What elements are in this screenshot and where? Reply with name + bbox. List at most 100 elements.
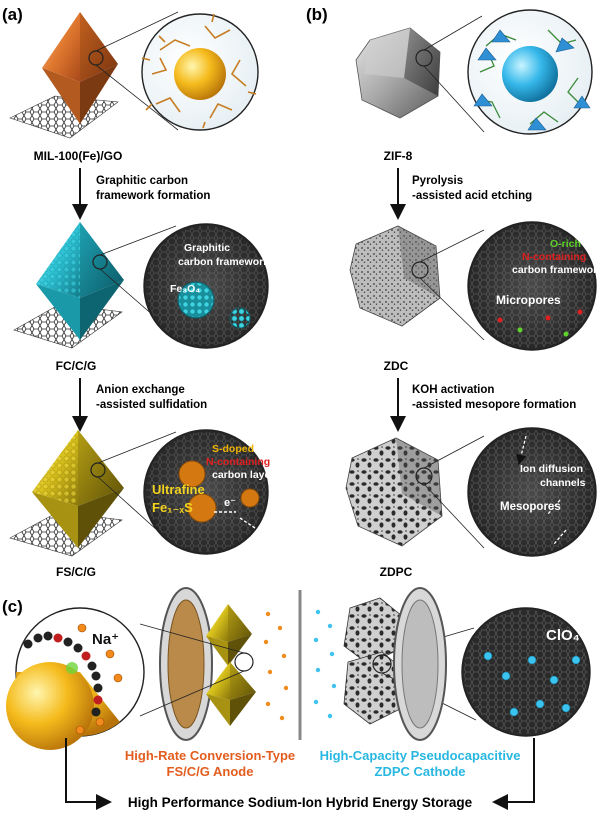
zoom-line	[99, 225, 177, 256]
zif8-pore-sphere	[502, 46, 558, 102]
ion-channel-arrow	[516, 435, 527, 466]
mil100-stage: MIL-100(Fe)/GO	[9, 11, 259, 163]
zoom-line	[139, 670, 245, 717]
zif8-caption: ZIF-8	[384, 149, 413, 163]
fe1-xs-particle	[240, 488, 260, 508]
zdpc-dodecahedron	[345, 437, 443, 547]
fcg-stage: Graphitic carbon framework Fe₃O₄ FC/C/G	[13, 222, 269, 373]
cathode-label-line2: ZDPC Cathode	[375, 764, 466, 779]
ion-flux-right	[313, 609, 337, 719]
zoom-line	[95, 11, 179, 52]
panel-a: (a) MIL-100(Fe)/GO Graphitic carbon fram…	[2, 5, 274, 579]
zdpc-dodecahedron-face	[396, 438, 442, 516]
perchlorate-ions	[483, 651, 581, 717]
panel-c: (c) Na⁺	[2, 587, 591, 810]
fe1-xs-particle	[187, 493, 217, 523]
fcg-zoom-label-2: carbon framework	[178, 256, 269, 268]
zdc-zoom-label-2: N-containing	[522, 251, 586, 263]
step-a1-line2: framework formation	[96, 190, 210, 202]
cathode-particles	[343, 597, 407, 725]
zdc-heteroatoms	[497, 309, 583, 337]
fe1-xs-particle	[178, 460, 206, 488]
fscg-zoom-label-2: N-containing	[206, 456, 270, 468]
fe3o4-particle-small	[229, 307, 251, 329]
cathode-label-line1: High-Capacity Pseudocapacitive	[320, 748, 521, 763]
zdpc-zoom-label-1: Ion diffusion	[520, 463, 583, 475]
fe3o4-particle-texture	[179, 283, 213, 317]
fcg-zoom-label-3: Fe₃O₄	[170, 283, 200, 295]
anode-particle	[6, 662, 94, 750]
anode-octahedra	[206, 604, 256, 726]
ion-channel-arrow	[547, 499, 561, 515]
zoom-origin-circle	[234, 652, 254, 672]
step-a2-line2: -assisted sulfidation	[96, 399, 207, 411]
panel-c-label: (c)	[2, 597, 23, 616]
zdc-zoom-label-4: Micropores	[496, 293, 561, 307]
fscg-zoom-label-1: S-doped	[212, 443, 254, 455]
zdpc-zoom-label-2: channels	[540, 477, 586, 489]
bracket-arrow-left	[65, 738, 112, 810]
fscg-caption: FS/C/G	[56, 565, 96, 579]
zoom-line	[97, 431, 177, 464]
anode-label-line1: High-Rate Conversion-Type	[125, 748, 295, 763]
zdc-dodecahedron	[349, 225, 441, 327]
graphene-oxide-sheet	[9, 95, 119, 139]
fcg-octahedron-bottom	[36, 284, 80, 340]
fscg-zoom-label-4: Ultrafine	[152, 482, 205, 497]
zdpc-stage: Ion diffusion channels Mesopores ZDPC	[345, 427, 597, 579]
electron-label: e⁻	[224, 497, 236, 509]
panel-b: (b) ZIF-8 Pyroly	[306, 5, 600, 579]
sodium-ion-label: Na⁺	[92, 631, 119, 648]
cathode-carbon-lattice	[464, 610, 588, 734]
step-b2-line2: -assisted mesopore formation	[412, 399, 576, 411]
fcg-caption: FC/C/G	[56, 359, 97, 373]
step-b1-line1: Pyrolysis	[412, 175, 463, 187]
zdpc-zoom-label-3: Mesopores	[500, 501, 561, 513]
zdpc-caption: ZDPC	[380, 565, 413, 579]
mil100-octahedron-side	[80, 12, 118, 82]
mil100-octahedron-bottom	[42, 68, 80, 124]
step-b1-line2: -assisted acid etching	[412, 190, 532, 202]
mil100-cage-structure	[141, 13, 257, 129]
zdc-stage: O-rich N-containing carbon framework Mic…	[349, 221, 600, 373]
perchlorate-ion-label: ClO₄⁻	[546, 627, 588, 644]
bottom-title: High Performance Sodium-Ion Hybrid Energ…	[128, 795, 473, 810]
zdc-carbon-framework	[470, 224, 594, 348]
fcg-octahedron-side	[80, 222, 124, 298]
zdc-caption: ZDC	[384, 359, 409, 373]
ion-flux-left	[263, 611, 289, 721]
mil100-caption: MIL-100(Fe)/GO	[34, 149, 123, 163]
fcg-octahedron-bottom-side	[80, 280, 124, 340]
zdc-zoom-label-3: carbon framework	[512, 264, 600, 276]
zoom-line	[139, 623, 245, 654]
zif8-dodecahedron-face	[364, 28, 410, 78]
anode-zoom: Na⁺	[6, 607, 145, 750]
cathode-zoom: ClO₄⁻	[461, 607, 591, 737]
fscg-octahedron-bottom-side	[78, 488, 124, 548]
zif8-stage: ZIF-8	[355, 9, 593, 163]
anode-label-line2: FS/C/G Anode	[167, 764, 254, 779]
fscg-octahedron-bottom	[32, 492, 78, 548]
mil100-octahedron-bottom-side	[80, 64, 118, 124]
step-a1-line1: Graphitic carbon	[96, 175, 188, 187]
mil100-pore-sphere	[174, 48, 226, 100]
fcg-nanoparticle-texture	[36, 222, 80, 298]
fscg-carbon-layer	[146, 432, 266, 552]
fscg-octahedron-side	[78, 430, 124, 506]
zoom-line	[423, 435, 485, 469]
zoom-line	[423, 65, 485, 133]
step-a2-line1: Anion exchange	[96, 384, 185, 396]
hybrid-cell	[139, 587, 477, 741]
zoom-line	[423, 15, 483, 51]
fscg-zoom-label-5: Fe₁₋ₓS	[152, 500, 193, 515]
zif8-dodecahedron-face	[404, 28, 440, 96]
zif8-zn-tetrahedra	[473, 29, 591, 131]
zdpc-carbon-framework	[470, 430, 594, 554]
zdc-zoom-label-1: O-rich	[550, 238, 581, 250]
sodium-ions	[75, 623, 123, 735]
fscg-nanoparticle-texture	[32, 430, 78, 506]
anode-current-collector	[167, 599, 205, 729]
dopant-site	[66, 662, 78, 674]
panel-b-label: (b)	[306, 5, 328, 24]
zoom-line	[419, 229, 485, 263]
